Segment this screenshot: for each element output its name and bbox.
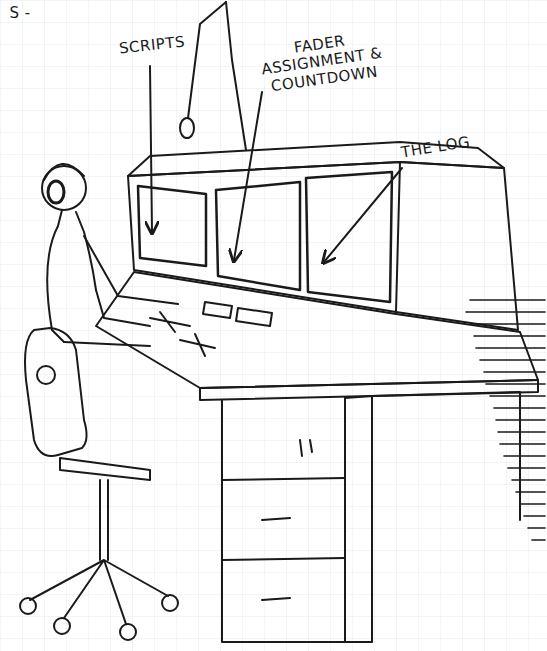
operator-figure	[42, 164, 178, 346]
microphone-boom	[180, 2, 246, 150]
leader-arrows	[150, 66, 402, 262]
shadow-hatching	[466, 300, 545, 540]
office-chair	[20, 328, 178, 640]
desk	[96, 272, 538, 642]
heading-fragment: S -	[9, 5, 30, 22]
